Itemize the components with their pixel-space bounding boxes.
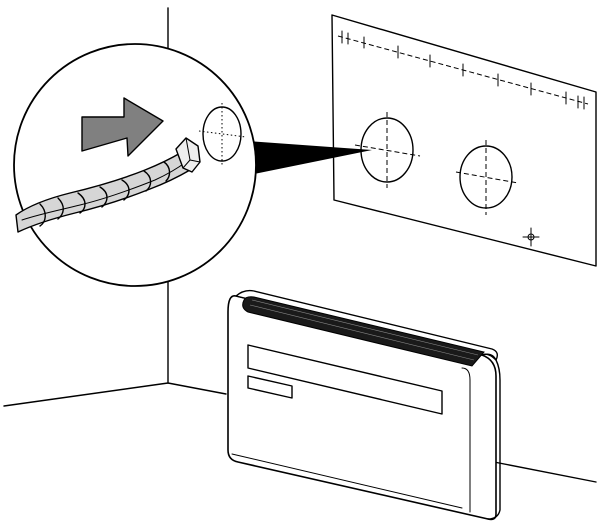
floor-edge-far xyxy=(493,461,597,483)
unit-base-line xyxy=(231,453,463,509)
masonry-drill-bit-icon xyxy=(15,137,201,233)
floor-edge-right xyxy=(167,382,227,395)
unit-air-grille xyxy=(242,296,485,367)
drilling-template xyxy=(331,14,597,267)
template-screw-mark xyxy=(522,227,540,247)
unit-display-panel xyxy=(247,375,293,399)
template-hole-2 xyxy=(455,140,519,215)
unit-grille-slats xyxy=(249,299,479,361)
detail-magnifier xyxy=(13,43,257,287)
magnifier-hole-target xyxy=(198,103,247,165)
floor-edge-left xyxy=(3,382,169,407)
magnifier-frame xyxy=(13,43,257,287)
unit-front-slot xyxy=(247,344,443,415)
template-ticks xyxy=(341,30,585,110)
wall-air-conditioner-icon xyxy=(227,289,501,521)
callout-pointer xyxy=(234,140,372,178)
push-arrow-icon xyxy=(81,97,164,157)
unit-side-edge xyxy=(461,367,471,513)
template-sheet xyxy=(331,14,597,267)
unit-side-panel xyxy=(481,353,501,520)
